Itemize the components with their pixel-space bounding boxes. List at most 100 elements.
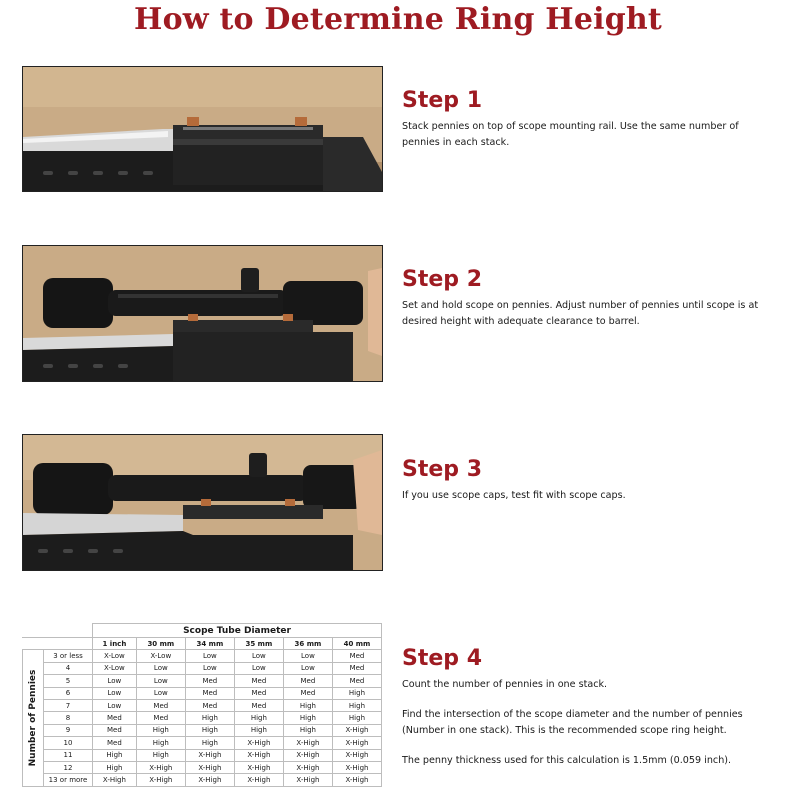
ring-height-cell: Low xyxy=(135,661,186,676)
ring-height-cell: Med xyxy=(233,698,284,713)
row-axis-label: Number of Pennies xyxy=(28,669,38,767)
ring-height-cell: Low xyxy=(184,661,235,676)
ring-height-table-container: Scope Tube Diameter 1 inch 30 mm 34 mm 3… xyxy=(22,623,383,787)
ring-height-cell: High xyxy=(92,760,137,775)
ring-height-cell: Low xyxy=(135,674,186,688)
step-text: The penny thickness used for this calcul… xyxy=(402,755,732,766)
step3-photo xyxy=(22,434,383,571)
ring-height-cell: Med xyxy=(233,686,284,700)
ring-height-cell: Low xyxy=(92,698,137,713)
step-heading: Step 2 xyxy=(402,267,482,292)
column-header: 40 mm xyxy=(331,636,383,651)
ring-height-cell: High xyxy=(282,711,333,725)
ring-height-cell: High xyxy=(184,736,235,750)
ring-height-cell: High xyxy=(331,698,383,713)
table-header-row: 1 inch 30 mm 34 mm 35 mm 36 mm 40 mm xyxy=(22,636,383,651)
column-header: 1 inch xyxy=(92,636,137,651)
ring-height-cell: Med xyxy=(92,711,137,725)
ring-height-cell: X-High xyxy=(233,773,284,787)
step-text: Count the number of pennies in one stack… xyxy=(402,679,608,690)
ring-height-cell: Low xyxy=(233,661,284,676)
penny-count-cell: 10 xyxy=(43,736,93,750)
ring-height-cell: X-High xyxy=(233,736,284,750)
ring-height-cell: Low xyxy=(184,649,235,663)
ring-height-cell: Med xyxy=(233,674,284,688)
ring-height-cell: X-High xyxy=(331,723,383,738)
penny-count-cell: 5 xyxy=(43,674,93,688)
ring-height-cell: Med xyxy=(331,674,383,688)
ring-height-cell: X-High xyxy=(233,760,284,775)
ring-height-cell: X-High xyxy=(135,760,186,775)
ring-height-cell: X-High xyxy=(92,773,137,787)
column-header: 34 mm xyxy=(184,636,235,651)
step1-photo xyxy=(22,66,383,192)
step2-photo xyxy=(22,245,383,382)
ring-height-cell: High xyxy=(331,686,383,700)
step-text: Find the intersection of the scope diame… xyxy=(402,709,743,736)
ring-height-cell: High xyxy=(282,698,333,713)
step-text: Set and hold scope on pennies. Adjust nu… xyxy=(402,300,759,327)
ring-height-cell: Med xyxy=(92,736,137,750)
ring-height-cell: Med xyxy=(331,649,383,663)
ring-height-cell: High xyxy=(331,711,383,725)
step-text: Stack pennies on top of scope mounting r… xyxy=(402,121,739,148)
ring-height-cell: X-High xyxy=(184,773,235,787)
step-heading: Step 4 xyxy=(402,646,482,671)
ring-height-cell: X-High xyxy=(282,736,333,750)
ring-height-cell: High xyxy=(184,723,235,738)
ring-height-cell: Med xyxy=(135,698,186,713)
ring-height-cell: High xyxy=(233,711,284,725)
ring-height-cell: Med xyxy=(282,674,333,688)
penny-count-cell: 9 xyxy=(43,723,93,738)
page-title: How to Determine Ring Height xyxy=(134,2,662,37)
ring-height-cell: Low xyxy=(92,674,137,688)
ring-height-cell: X-High xyxy=(331,736,383,750)
ring-height-cell: Med xyxy=(184,686,235,700)
ring-height-cell: Low xyxy=(233,649,284,663)
ring-height-cell: X-High xyxy=(135,773,186,787)
ring-height-cell: X-High xyxy=(282,748,333,762)
step-heading: Step 1 xyxy=(402,88,482,113)
penny-count-cell: 4 xyxy=(43,661,93,676)
ring-height-cell: High xyxy=(135,736,186,750)
column-header: 30 mm xyxy=(135,636,186,651)
step-text: If you use scope caps, test fit with sco… xyxy=(402,490,626,501)
table-title: Scope Tube Diameter xyxy=(92,623,382,638)
ring-height-cell: Med xyxy=(184,674,235,688)
step-4: Step 4 Count the number of pennies in on… xyxy=(402,646,772,783)
penny-count-cell: 8 xyxy=(43,711,93,725)
penny-count-cell: 12 xyxy=(43,760,93,775)
ring-height-cell: X-High xyxy=(331,748,383,762)
ring-height-cell: High xyxy=(282,723,333,738)
ring-height-cell: X-High xyxy=(184,760,235,775)
ring-height-cell: X-Low xyxy=(135,649,186,663)
ring-height-cell: X-High xyxy=(233,748,284,762)
column-header: 35 mm xyxy=(233,636,284,651)
penny-count-cell: 6 xyxy=(43,686,93,700)
penny-count-cell: 13 or more xyxy=(43,773,93,787)
ring-height-cell: Low xyxy=(92,686,137,700)
step-heading: Step 3 xyxy=(402,457,482,482)
ring-height-cell: X-High xyxy=(331,760,383,775)
ring-height-cell: Med xyxy=(282,686,333,700)
ring-height-cell: Med xyxy=(92,723,137,738)
ring-height-cell: Med xyxy=(135,711,186,725)
ring-height-cell: High xyxy=(184,711,235,725)
ring-height-cell: Med xyxy=(184,698,235,713)
ring-height-cell: High xyxy=(135,748,186,762)
ring-height-cell: X-High xyxy=(282,773,333,787)
ring-height-cell: High xyxy=(233,723,284,738)
ring-height-table: Scope Tube Diameter 1 inch 30 mm 34 mm 3… xyxy=(22,623,383,787)
ring-height-cell: X-Low xyxy=(92,661,137,676)
